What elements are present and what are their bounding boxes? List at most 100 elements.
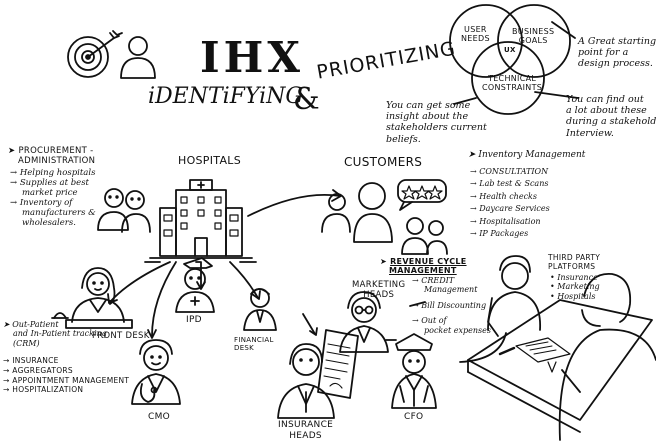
- list-item: • Marketing: [550, 282, 600, 292]
- front-desk-item-text: INSURANCE: [12, 356, 59, 365]
- venn-technical-constraints: TECHNICAL CONSTRAINTS: [482, 74, 542, 93]
- venn-diagram: [449, 4, 579, 115]
- list-item: → CREDIT: [412, 276, 455, 285]
- front-desk-label: FRONT DESK: [92, 331, 150, 341]
- venn-note-interview-l1: You can find out: [566, 94, 644, 105]
- revenue-heading-l2: MANAGEMENT: [389, 266, 457, 276]
- list-item: wholesalers.: [22, 218, 76, 229]
- nurse-icon: [175, 257, 215, 313]
- list-item: • Insurance: [550, 273, 598, 282]
- front-desk-item-text: APPOINTMENT MANAGEMENT: [12, 375, 130, 385]
- list-item: → Hospitalisation: [470, 216, 541, 226]
- meeting-table-icon: [467, 255, 656, 441]
- list-item: → Lab test & Scans: [470, 179, 549, 189]
- list-item: manufacturers &: [22, 208, 96, 219]
- customers-services-list: → CONSULTATION → Lab test & Scans → Heal…: [470, 166, 550, 240]
- venn-note-start-l2: point for a: [578, 47, 629, 59]
- marketing-head-icon: [339, 291, 397, 353]
- customers-item-text: Hospitalisation: [479, 216, 541, 226]
- front-desk-item-text: HOSPITALIZATION: [12, 385, 84, 395]
- list-item: → Out of: [412, 316, 447, 326]
- list-item: (CRM): [13, 338, 40, 348]
- revenue-list: → CREDIT Management → Bill Discounting →…: [412, 276, 491, 335]
- marketing-heads-l1: MARKETING: [352, 280, 406, 290]
- venn-note-insight-l3: stakeholders current: [386, 122, 487, 134]
- venn-business-goals-line2: GOALS: [518, 36, 548, 46]
- list-item: pocket expenses: [424, 325, 491, 335]
- doctor-icon: [131, 339, 181, 405]
- list-item: and In-Patient tracking: [13, 329, 107, 339]
- venn-note-interview-l3: during a stakeholder: [566, 116, 656, 128]
- revenue-item-text: Bill Discounting: [421, 300, 487, 310]
- list-item: → Inventory of: [10, 198, 73, 209]
- third-party-heading-l1: THIRD PARTY: [548, 253, 601, 262]
- revenue-heading-l1: REVENUE CYCLE: [390, 257, 467, 266]
- third-party-item-text: Hospitals: [557, 291, 596, 301]
- front-desk-list: ➤ Out-Patient and In-Patient tracking (C…: [3, 320, 107, 348]
- financial-person-icon: [243, 288, 277, 331]
- cmo-label: CMO: [148, 412, 171, 422]
- financial-desk-label: FINANCIAL DESK: [234, 336, 274, 353]
- venn-technical-line1: TECHNICAL: [488, 74, 537, 83]
- venn-center-ux: UX: [504, 46, 516, 54]
- procurement-list: → Helping hospitals → Supplies at best m…: [10, 168, 96, 228]
- insurance-heads-l2: HEADS: [289, 430, 322, 441]
- list-item: • Hospitals: [550, 291, 596, 301]
- revenue-heading: ➤ REVENUE CYCLE MANAGEMENT: [380, 257, 467, 276]
- insurance-head-icon: [277, 343, 335, 419]
- venn-business-goals-line1: BUSINESS: [512, 27, 555, 36]
- venn-note-insight-l1: You can get some: [386, 100, 471, 111]
- customers-group-icon: [321, 182, 448, 255]
- procurement-item-text: Supplies at best: [19, 178, 89, 189]
- person-icon: [120, 36, 156, 79]
- list-item: market price: [22, 188, 78, 199]
- insurance-heads-label: INSURANCE HEADS: [278, 420, 333, 441]
- third-party-heading: THIRD PARTY PLATFORMS: [548, 253, 601, 272]
- people-pair-icon: [97, 188, 151, 233]
- target-icon: [67, 30, 123, 78]
- customers-list-heading-text: Inventory Management: [478, 150, 586, 160]
- list-item: → Bill Discounting: [412, 300, 487, 310]
- hospital-building-icon: [144, 179, 257, 263]
- venn-user-needs-line1: USER: [464, 25, 487, 34]
- marketing-heads-label: MARKETING HEADS: [352, 280, 405, 300]
- receptionist-icon: [51, 267, 133, 329]
- document-icon: [317, 329, 359, 399]
- marketing-heads-l2: HEADS: [363, 290, 395, 301]
- hospitals-label: HOSPITALS: [178, 154, 241, 167]
- third-party-item-text: Insurance: [557, 273, 598, 282]
- bullet-arrow-icon: ➤: [380, 257, 391, 266]
- bullet-arrow-icon: ➤: [8, 146, 19, 156]
- list-item: → Daycare Services: [470, 204, 550, 214]
- list-item: → Helping hospitals: [10, 168, 96, 178]
- venn-note-insight-l2: insight about the: [386, 111, 469, 123]
- front-desk-item-text: AGGREGATORS: [12, 365, 73, 375]
- customers-item-text: Health checks: [479, 191, 537, 201]
- police-officer-icon: [391, 333, 437, 409]
- venn-business-goals: BUSINESS GOALS: [512, 27, 554, 46]
- venn-note-start-l1: A Great starting: [578, 36, 656, 47]
- customers-item-text: IP Packages: [479, 228, 529, 238]
- venn-note-start: A Great starting point for a design proc…: [578, 36, 656, 70]
- customers-label: CUSTOMERS: [344, 155, 423, 169]
- front-desk-caps-list: → INSURANCE → AGGREGATORS → APPOINTMENT …: [3, 356, 129, 395]
- procurement-item-text: Inventory of: [19, 198, 73, 209]
- list-item: → IP Packages: [470, 228, 529, 238]
- list-item: ➤ Out-Patient: [3, 320, 59, 329]
- list-item: → Health checks: [470, 191, 537, 201]
- venn-note-interview: You can find out a lot about these durin…: [566, 94, 656, 139]
- venn-user-needs-line2: NEEDS: [461, 34, 490, 44]
- list-item: → APPOINTMENT MANAGEMENT: [3, 375, 130, 385]
- third-party-list: • Insurance • Marketing • Hospitals: [550, 273, 600, 301]
- list-item: Management: [424, 285, 478, 295]
- title-ampersand: &: [293, 82, 320, 117]
- title-line1: iDENTiFYiNG: [148, 84, 303, 109]
- title-main: IHX: [200, 33, 304, 82]
- customers-item-text: Daycare Services: [479, 204, 550, 214]
- venn-technical-line2: CONSTRAINTS: [482, 83, 543, 93]
- procurement-heading-l1: PROCUREMENT -: [18, 146, 94, 156]
- venn-note-insight-l4: beliefs.: [386, 133, 421, 145]
- front-desk-item-text: Out-Patient: [12, 320, 59, 329]
